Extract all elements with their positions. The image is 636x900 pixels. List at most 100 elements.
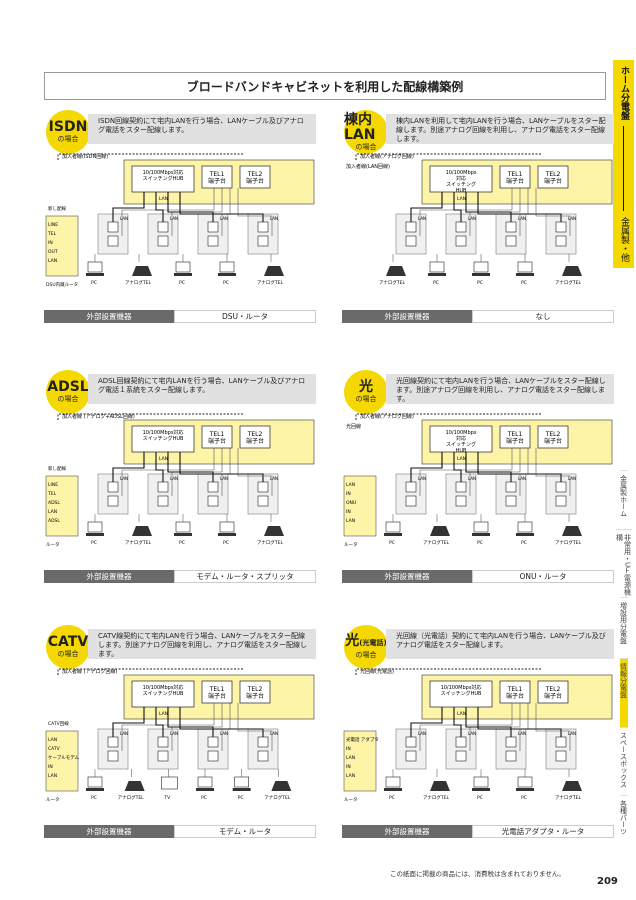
pc-icon: [384, 788, 402, 791]
tel-outlet: [257, 495, 269, 507]
lan-label: LAN: [568, 216, 576, 221]
lan-label: LAN: [120, 216, 128, 221]
outlet-area: [395, 728, 427, 770]
pc-icon: [472, 788, 490, 791]
pc-icon: [174, 533, 192, 536]
external-device: [343, 475, 377, 537]
tel-label: 端子台: [246, 692, 264, 700]
external-equipment-label: 外部設置機器: [342, 310, 472, 323]
terminal-label: PC: [179, 280, 185, 286]
side-item-4[interactable]: スペースボックス: [619, 726, 628, 796]
lan-cable: [179, 707, 264, 737]
section-badge: 光 の場合: [344, 370, 388, 414]
badge-title: CATV: [47, 634, 89, 650]
lan-outlet: [405, 481, 417, 493]
device-port-label: ONU: [346, 500, 356, 506]
telephone-icon: [264, 526, 284, 536]
external-equipment-bar: 外部設置機器 DSU・ルータ: [44, 310, 316, 323]
terminal-label: アナログTEL: [257, 539, 284, 546]
lan-cable: [112, 707, 145, 737]
lan-label: LAN: [468, 476, 476, 481]
incoming-line-label: 光回線(光電話): [360, 668, 394, 675]
lan-cable: [477, 707, 562, 737]
tel-outlet: [405, 495, 417, 507]
extra-line-label: 新し配線: [48, 465, 66, 472]
tel-outlet: [505, 495, 517, 507]
section-description: 棟内LANを利用して宅内LANを行う場合、LANケーブルをスター配線します。別途…: [386, 114, 614, 144]
side-item-5[interactable]: 各種パーツ: [619, 795, 628, 850]
pc-icon: [429, 261, 445, 273]
lan-label: LAN: [457, 196, 466, 202]
tel-box-2: [537, 680, 569, 704]
terminal-label: TV: [163, 795, 171, 801]
lan-cable: [410, 192, 443, 222]
badge-sub: の場合: [57, 135, 79, 143]
device-port-label: TEL: [47, 491, 57, 497]
hub-box: [131, 165, 195, 193]
lan-outlet: [107, 481, 119, 493]
pc-icon: [428, 273, 446, 276]
tel-label: 端子台: [208, 177, 226, 185]
tel-box-2: [537, 165, 569, 189]
device-port-label: LAN: [346, 773, 355, 779]
badge-title: 棟内LAN: [344, 111, 376, 143]
device-port-label: IN: [346, 764, 351, 770]
pc-icon: [473, 776, 489, 788]
section-hikari-tel: 光(光電話) の場合 光回線（光電話）契約にて宅内LANを行う場合、LANケーブ…: [342, 625, 614, 838]
wiring-diagram: 加入者線 (アナログ+ADSL回線)10/100Mbps対応スイッチングHUBT…: [45, 413, 315, 548]
lan-outlet: [157, 481, 169, 493]
lan-label: LAN: [568, 731, 576, 736]
external-equipment-bar: 外部設置機器 モデム・ルータ: [44, 825, 316, 838]
side-item-0[interactable]: 金属製ホーム: [619, 470, 628, 529]
badge-sub: の場合: [355, 651, 377, 659]
tel-outlet: [555, 750, 567, 762]
hub-label: スイッチングHUB: [143, 175, 184, 182]
hub-label: HUB: [456, 188, 467, 194]
hub-label: 10/100Mbps: [446, 170, 477, 176]
pc-icon: [232, 788, 251, 791]
telephone-icon: [430, 781, 450, 791]
badge-sub: の場合: [355, 142, 377, 151]
section-adsl: ADSL の場合 ADSL回線契約にて宅内LANを行う場合、LANケーブル及びア…: [44, 370, 316, 583]
hub-label: スイッチングHUB: [143, 435, 184, 442]
terminal-label: PC: [91, 795, 97, 801]
pc-icon: [218, 533, 236, 536]
lan-label: LAN: [468, 216, 476, 221]
telephone-icon: [132, 526, 152, 536]
terminal-label: アナログTEL: [555, 794, 582, 801]
lan-label: LAN: [457, 711, 466, 717]
tel-label: TEL2: [247, 686, 263, 693]
side-item-2[interactable]: 増設用分電盤: [619, 597, 628, 658]
pc-icon: [86, 788, 104, 791]
lan-label: LAN: [270, 216, 278, 221]
incoming-line-label: 加入者線(アナログ回線): [360, 153, 414, 160]
terminal-label: アナログTEL: [423, 539, 450, 546]
terminal-label: PC: [477, 280, 483, 286]
tel-outlet: [107, 235, 119, 247]
pc-icon: [87, 521, 103, 533]
section-badge: 棟内LAN の場合: [344, 110, 388, 154]
side-tab-main[interactable]: ホーム分電盤 金属製・他: [613, 60, 634, 268]
incoming-line: [57, 413, 244, 420]
lan-outlet: [505, 221, 517, 233]
tel-outlet: [405, 235, 417, 247]
lan-label: LAN: [270, 731, 278, 736]
tel-cable: [535, 448, 571, 496]
external-equipment-label: 外部設置機器: [342, 570, 472, 583]
badge-sub: の場合: [355, 395, 377, 403]
lan-outlet: [405, 736, 417, 748]
side-item-3[interactable]: 情報分電盤: [619, 658, 628, 727]
device-port-label: ケーブルモデム: [48, 754, 80, 761]
tel-label: 端子台: [544, 177, 562, 185]
hub-label: スイッチングHUB: [143, 690, 184, 697]
tel-label: TEL1: [507, 171, 523, 178]
tel-label: 端子台: [208, 437, 226, 445]
pc-icon: [196, 788, 214, 791]
pc-icon: [219, 521, 235, 533]
side-item-1[interactable]: 非常用・UＦ電源機構: [615, 528, 632, 598]
lan-label: LAN: [220, 476, 228, 481]
lan-outlet: [505, 481, 517, 493]
telephone-icon: [562, 781, 582, 791]
tel-box-2: [239, 680, 271, 704]
incoming-line: [355, 153, 542, 160]
